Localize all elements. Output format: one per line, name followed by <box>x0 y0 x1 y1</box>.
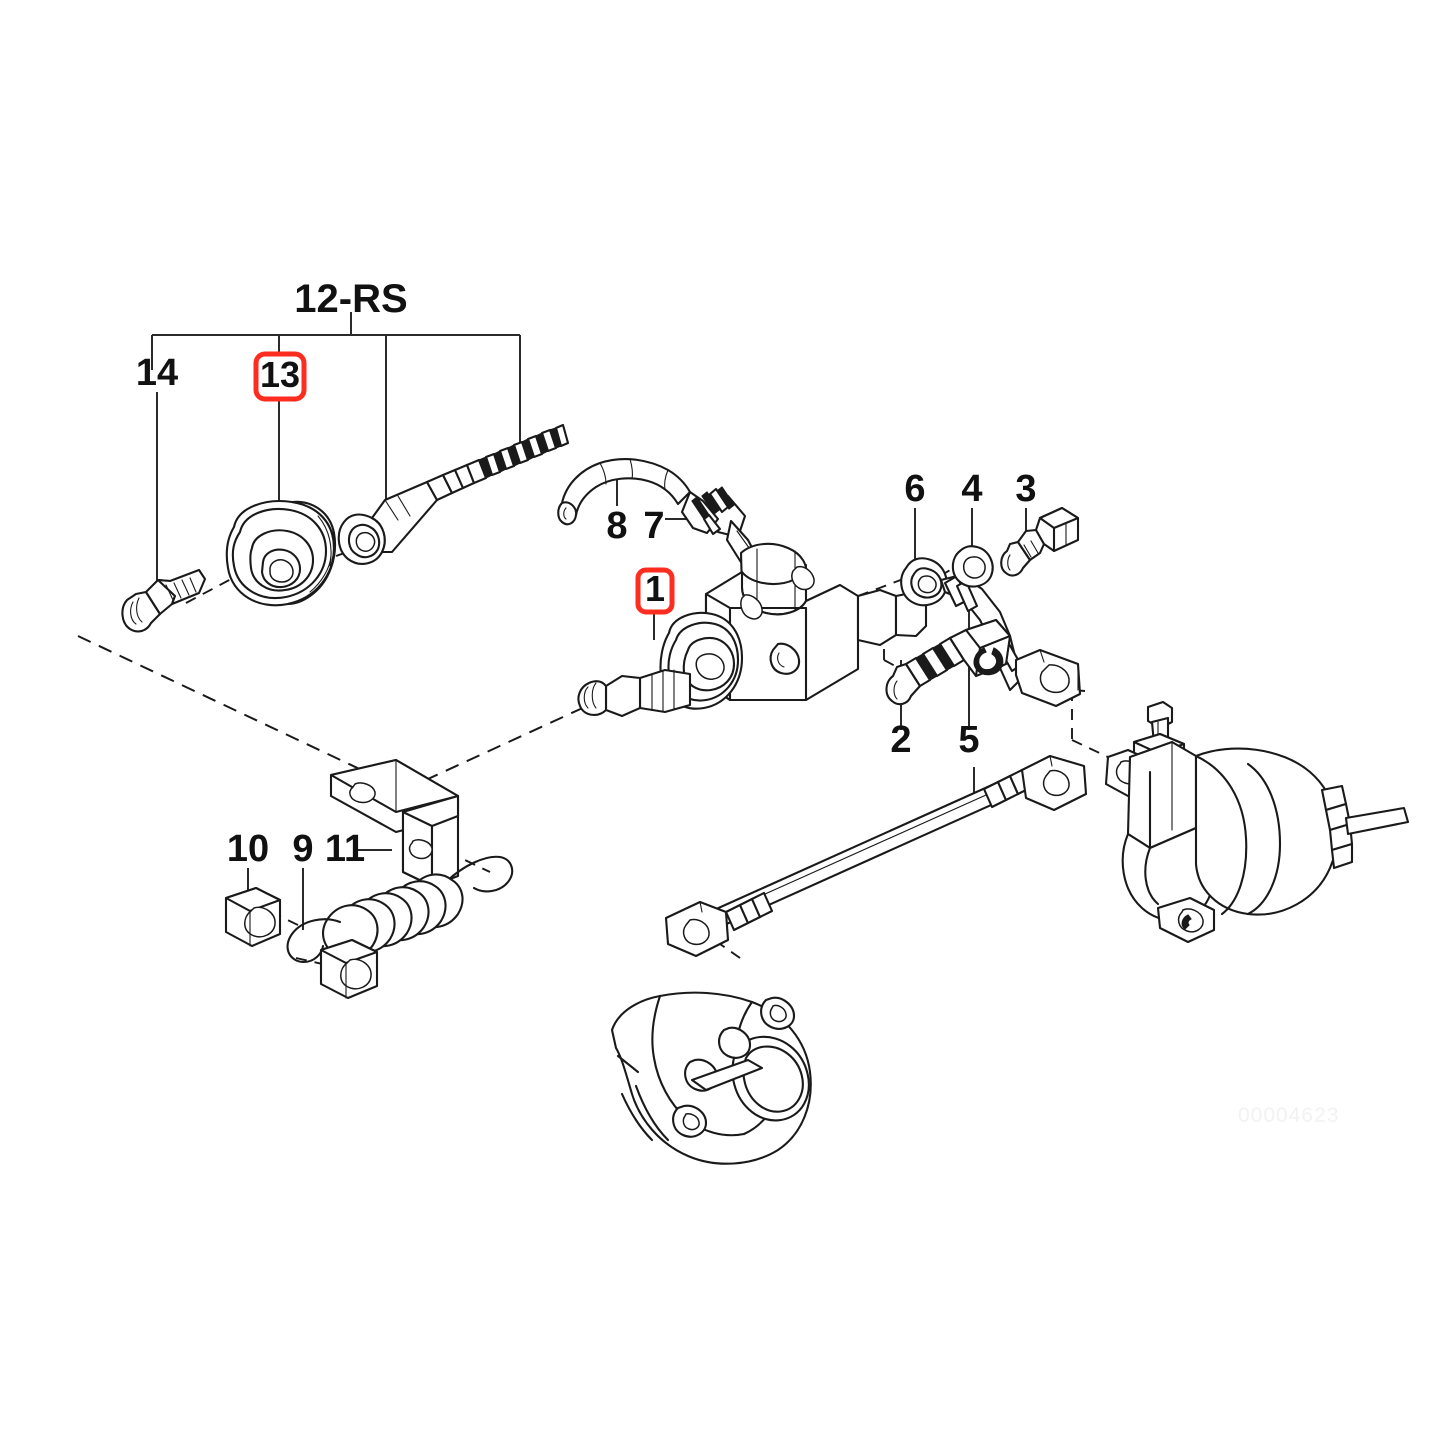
part-11-mounting-bracket <box>329 758 460 888</box>
callout-1-highlighted: 1 <box>635 567 675 615</box>
part-1-clutch-master-cylinder <box>577 542 928 718</box>
callout-13-highlighted: 13 <box>253 351 307 402</box>
callout-label-13: 13 <box>260 354 300 395</box>
callout-label-14: 14 <box>136 352 178 394</box>
highlight-box-13 <box>253 351 307 402</box>
part-7-hose-connector-fitting <box>680 486 760 569</box>
part-5-hydraulic-pressure-line <box>664 754 1088 958</box>
piston-spring-coils <box>465 423 570 485</box>
part-12rs-piston-spring-assembly <box>337 423 570 565</box>
callout-label-9: 9 <box>292 828 313 870</box>
callout-label-5: 5 <box>958 719 979 761</box>
callout-label-6: 6 <box>904 468 925 510</box>
callout-label-1: 1 <box>645 568 665 609</box>
bell-housing-reference <box>610 991 812 1165</box>
part-2-banjo-bolt <box>885 618 1012 706</box>
callout-label-7: 7 <box>643 505 664 547</box>
part-4-sealing-washer <box>951 545 994 588</box>
leader-lines <box>156 392 1027 930</box>
callout-label-10: 10 <box>227 828 269 870</box>
highlight-box-1 <box>635 567 675 615</box>
part-8-supply-hose <box>557 457 692 526</box>
drawing-number-watermark: 00004623 <box>1238 1104 1339 1127</box>
slave-cylinder-reference <box>1104 700 1410 944</box>
callout-label-11: 11 <box>325 828 365 870</box>
callout-label-2: 2 <box>890 719 911 761</box>
part-14-pushrod-stop-bolt <box>121 568 207 633</box>
callout-label-12rs: 12-RS <box>294 277 407 321</box>
callout-label-4: 4 <box>961 468 982 510</box>
callout-label-8: 8 <box>606 505 627 547</box>
part-3-hex-bolt <box>1000 506 1080 577</box>
callout-label-3: 3 <box>1015 468 1036 510</box>
part-10-bushings <box>224 886 379 1000</box>
part-13-rubber-boot-seal <box>225 500 336 607</box>
group-bracket-12rs <box>151 312 521 500</box>
